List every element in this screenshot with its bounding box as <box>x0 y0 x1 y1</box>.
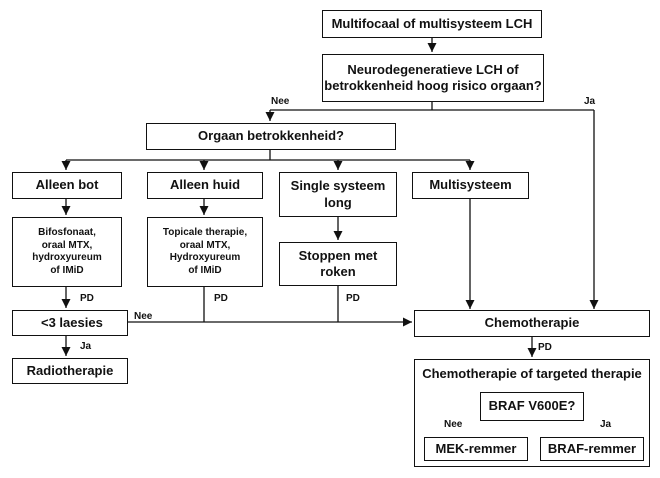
node-bone-treatment: Bifosfonaat, oraal MTX, hydroxyureum of … <box>12 217 122 287</box>
node-lesions-question: <3 laesies <box>12 310 128 336</box>
node-lung-line1: Single systeem <box>290 178 386 194</box>
node-stop-smoking: Stoppen met roken <box>279 242 397 286</box>
node-chemotherapy-text: Chemotherapie <box>484 315 580 331</box>
label-nee-lesions: Nee <box>134 311 153 322</box>
node-chemo-or-targeted-text: Chemotherapie of targeted therapie <box>422 366 642 381</box>
label-nee-braf: Nee <box>444 419 463 430</box>
node-bone-treatment-line3: hydroxyureum <box>32 252 102 263</box>
label-pd-skin: PD <box>214 293 228 304</box>
node-high-risk-question-line1: Neurodegeneratieve LCH of <box>347 61 519 77</box>
node-radiotherapy: Radiotherapie <box>12 358 128 384</box>
node-skin-treatment-line3: Hydroxyureum <box>169 252 241 263</box>
node-high-risk-question-line2: betrokkenheid hoog risico orgaan? <box>324 78 542 93</box>
node-mek-inhibitor-text: MEK-remmer <box>435 440 517 456</box>
node-organ-question-text: Orgaan betrokkenheid? <box>198 128 344 144</box>
node-stop-smoking-line2: roken <box>320 264 356 279</box>
node-braf-question: BRAF V600E? <box>480 392 584 421</box>
node-chemotherapy: Chemotherapie <box>414 310 650 337</box>
node-skin-treatment-line2: oraal MTX, <box>179 239 231 251</box>
node-start: Multifocaal of multisysteem LCH <box>322 10 542 38</box>
label-ja-lesions: Ja <box>80 341 92 352</box>
label-pd-bone: PD <box>80 293 94 304</box>
node-lung-line2: long <box>324 194 352 210</box>
node-bone-treatment-line4: of IMiD <box>50 264 84 276</box>
node-braf-question-text: BRAF V600E? <box>488 398 576 414</box>
node-bone-only: Alleen bot <box>12 172 122 199</box>
node-bone-only-text: Alleen bot <box>35 177 99 193</box>
node-bone-treatment-line2: oraal MTX, <box>41 239 93 251</box>
node-lesions-question-text: <3 laesies <box>41 314 103 330</box>
node-organ-question: Orgaan betrokkenheid? <box>146 123 396 150</box>
node-single-system-lung: Single systeem long <box>279 172 397 217</box>
node-skin-treatment: Topicale therapie, oraal MTX, Hydroxyure… <box>147 217 263 287</box>
label-pd-chemo: PD <box>538 342 552 353</box>
node-skin-treatment-line1: Topicale therapie, <box>162 227 248 238</box>
label-ja-braf: Ja <box>600 419 612 430</box>
node-braf-inhibitor: BRAF-remmer <box>540 437 644 461</box>
node-bone-treatment-line1: Bifosfonaat, <box>38 227 96 238</box>
label-nee-top: Nee <box>271 96 290 107</box>
node-radiotherapy-text: Radiotherapie <box>26 362 114 378</box>
node-mek-inhibitor: MEK-remmer <box>424 437 528 461</box>
node-skin-only-text: Alleen huid <box>169 177 241 193</box>
label-pd-lung: PD <box>346 293 360 304</box>
node-multisystem-text: Multisysteem <box>429 177 512 193</box>
label-ja-top: Ja <box>584 96 596 107</box>
node-skin-only: Alleen huid <box>147 172 263 199</box>
node-start-text: Multifocaal of multisysteem LCH <box>331 15 533 31</box>
node-multisystem: Multisysteem <box>412 172 529 199</box>
node-high-risk-question: Neurodegeneratieve LCH of betrokkenheid … <box>322 54 544 102</box>
node-braf-inhibitor-text: BRAF-remmer <box>547 440 637 456</box>
node-stop-smoking-line1: Stoppen met <box>298 247 378 263</box>
node-skin-treatment-line4: of IMiD <box>188 264 222 276</box>
